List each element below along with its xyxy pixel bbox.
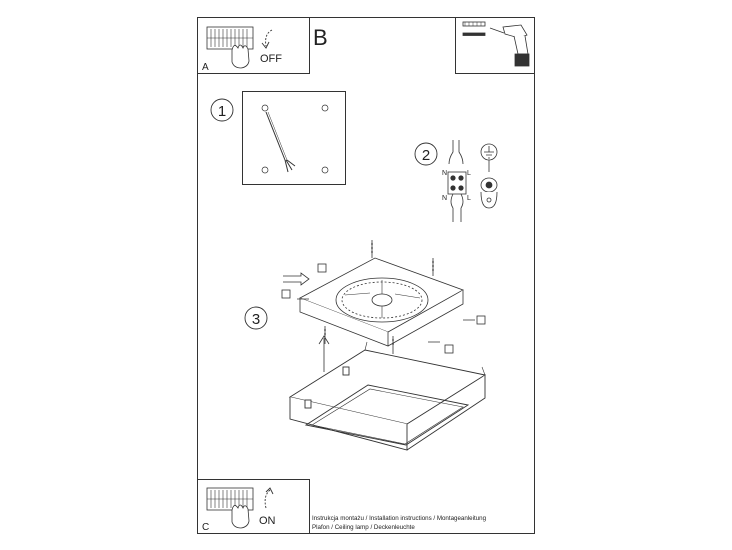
cable-icon (265, 111, 296, 173)
panel-c: C ON (197, 479, 310, 534)
panel-c-letter: C (202, 522, 209, 533)
switch-off-label: OFF (260, 53, 282, 65)
mounting-bracket (299, 257, 464, 347)
step-3-number: 3 (252, 311, 260, 328)
hand-icon (231, 504, 250, 529)
ceiling-plate (242, 91, 346, 185)
step-1: 1 (210, 91, 346, 185)
screw-anchor-icon (462, 21, 486, 36)
screw-icons (281, 240, 486, 354)
arrow-down-icon (265, 29, 273, 47)
panel-b-letter: B (313, 25, 328, 50)
wire-l-bottom: L (467, 195, 471, 202)
arrow-up-icon (318, 335, 330, 372)
tools-panel (455, 17, 535, 74)
panel-a: A OFF (197, 17, 310, 74)
step-2-number: 2 (422, 147, 430, 164)
panel-a-letter: A (202, 62, 209, 73)
switch-on-icon (206, 487, 274, 529)
arrow-up-icon (264, 489, 271, 509)
page-border (197, 17, 535, 534)
drill-icon (489, 24, 530, 67)
hand-icon (231, 44, 250, 69)
lamp-body (288, 341, 487, 451)
arrow-right-icon (283, 272, 310, 286)
switch-off-icon (206, 26, 273, 69)
footer-line-1: Instrukcja montażu / Installation instru… (312, 515, 487, 522)
terminal-block-icon (447, 140, 467, 222)
ground-icon (480, 143, 498, 209)
footer-line-2: Plafon / Ceiling lamp / Deckenleuchte (312, 524, 415, 531)
wire-n-bottom: N (442, 195, 447, 202)
step-1-number: 1 (218, 103, 226, 120)
step-2: 2 N L N L (414, 140, 498, 222)
switch-on-label: ON (259, 515, 276, 527)
wire-l-top: L (467, 170, 471, 177)
wire-n-top: N (442, 170, 447, 177)
step-3: 3 (244, 240, 487, 451)
